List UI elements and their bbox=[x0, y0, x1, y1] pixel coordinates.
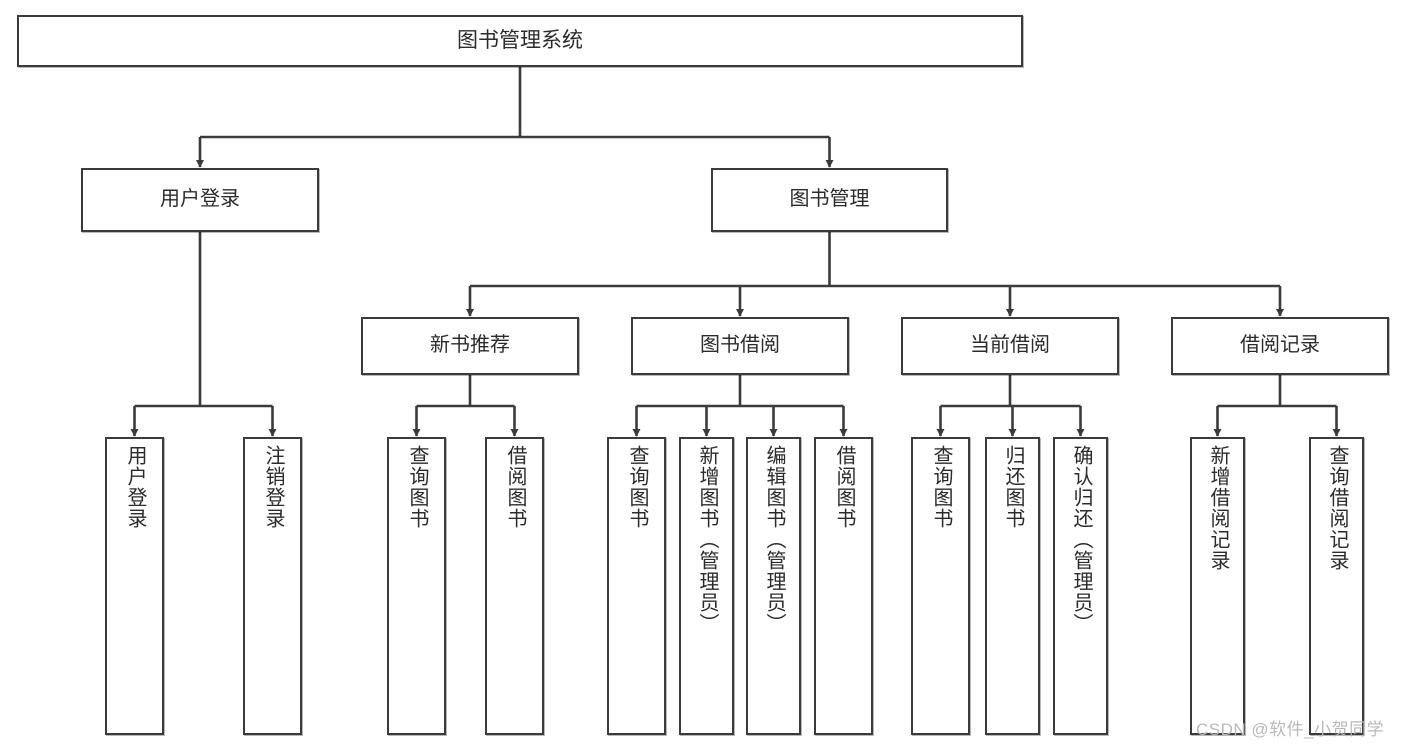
node-borrow-record[interactable]: 借阅记录 bbox=[1171, 317, 1389, 375]
node-leaf-add-record-label: 新增借阅记录 bbox=[1207, 445, 1229, 571]
node-root[interactable]: 图书管理系统 bbox=[17, 15, 1023, 67]
node-leaf-borrow-book-2[interactable]: 借阅图书 bbox=[814, 437, 873, 735]
node-leaf-query-book-2-label: 查询图书 bbox=[626, 445, 648, 529]
node-leaf-query-book-2[interactable]: 查询图书 bbox=[607, 437, 666, 735]
node-leaf-edit-book-label: 编辑图书（管理员） bbox=[763, 445, 785, 634]
node-borrow-record-label: 借阅记录 bbox=[1240, 334, 1320, 357]
node-leaf-return-book-label: 归还图书 bbox=[1002, 445, 1024, 529]
node-leaf-confirm-return[interactable]: 确认归还（管理员） bbox=[1053, 437, 1108, 735]
node-leaf-add-book-label: 新增图书（管理员） bbox=[696, 445, 718, 634]
node-leaf-return-book[interactable]: 归还图书 bbox=[985, 437, 1040, 735]
node-leaf-borrow-book-2-label: 借阅图书 bbox=[833, 445, 855, 529]
node-leaf-add-book[interactable]: 新增图书（管理员） bbox=[679, 437, 734, 735]
node-leaf-query-book-3-label: 查询图书 bbox=[930, 445, 952, 529]
node-user-login-label: 用户登录 bbox=[160, 188, 240, 211]
node-user-login[interactable]: 用户登录 bbox=[81, 168, 319, 232]
node-leaf-borrow-book-1[interactable]: 借阅图书 bbox=[485, 437, 544, 735]
node-leaf-user-logout[interactable]: 注销登录 bbox=[243, 437, 302, 735]
node-current-borrow-label: 当前借阅 bbox=[970, 334, 1050, 357]
node-leaf-add-record[interactable]: 新增借阅记录 bbox=[1190, 437, 1245, 735]
node-new-book-rec-label: 新书推荐 bbox=[430, 334, 510, 357]
node-leaf-query-record-label: 查询借阅记录 bbox=[1326, 445, 1348, 571]
node-leaf-borrow-book-1-label: 借阅图书 bbox=[504, 445, 526, 529]
node-leaf-edit-book[interactable]: 编辑图书（管理员） bbox=[746, 437, 801, 735]
node-book-borrow[interactable]: 图书借阅 bbox=[631, 317, 849, 375]
node-book-manage[interactable]: 图书管理 bbox=[711, 168, 948, 232]
node-current-borrow[interactable]: 当前借阅 bbox=[901, 317, 1119, 375]
node-new-book-rec[interactable]: 新书推荐 bbox=[361, 317, 579, 375]
node-book-borrow-label: 图书借阅 bbox=[700, 334, 780, 357]
node-book-manage-label: 图书管理 bbox=[789, 188, 870, 211]
node-leaf-query-book-3[interactable]: 查询图书 bbox=[911, 437, 970, 735]
node-leaf-query-book-1[interactable]: 查询图书 bbox=[387, 437, 446, 735]
node-leaf-user-logout-label: 注销登录 bbox=[262, 445, 284, 529]
node-leaf-user-login[interactable]: 用户登录 bbox=[105, 437, 164, 735]
node-root-label: 图书管理系统 bbox=[457, 28, 583, 52]
node-leaf-query-book-1-label: 查询图书 bbox=[406, 445, 428, 529]
node-leaf-user-login-label: 用户登录 bbox=[124, 445, 146, 529]
csdn-watermark: CSDN @软件_小贺同学 bbox=[1196, 720, 1385, 739]
node-leaf-confirm-return-label: 确认归还（管理员） bbox=[1070, 445, 1092, 634]
node-leaf-query-record[interactable]: 查询借阅记录 bbox=[1309, 437, 1364, 735]
